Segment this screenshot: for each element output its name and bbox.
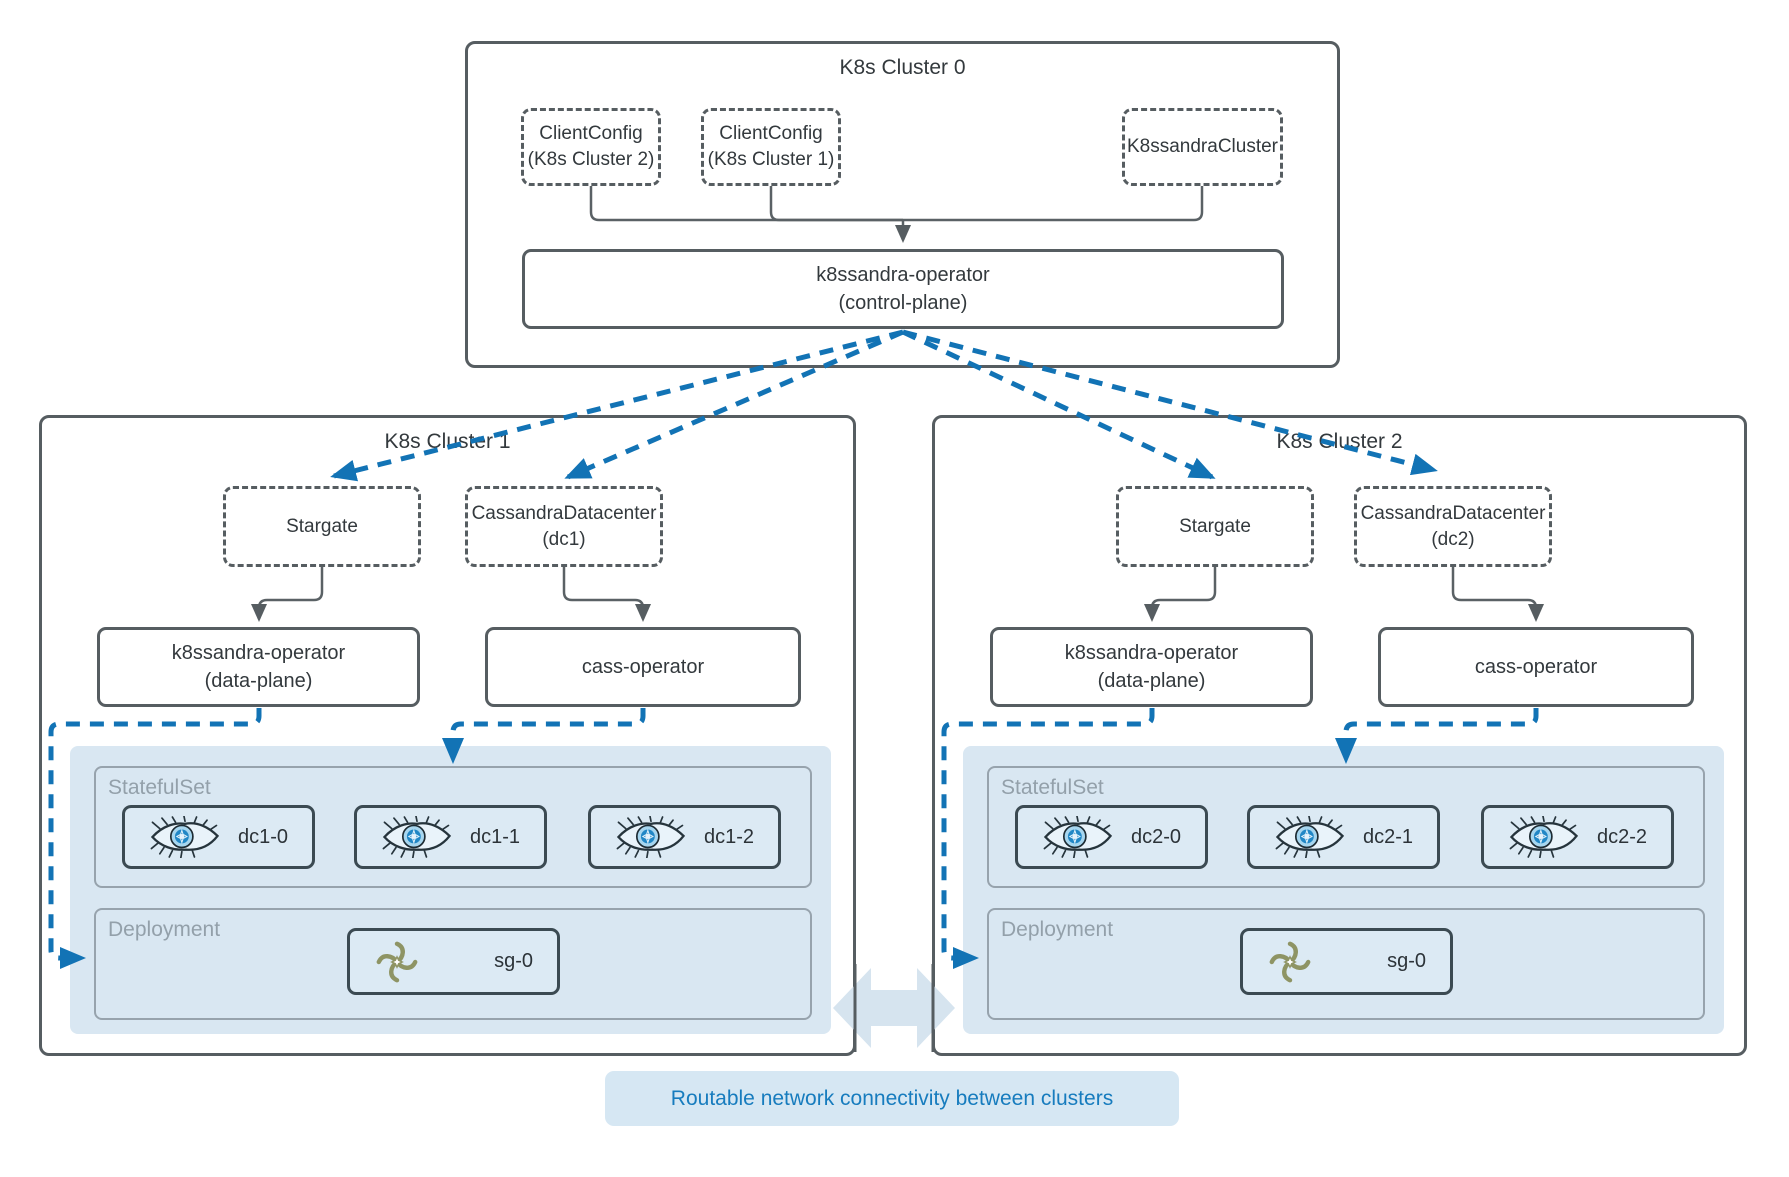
cassandra-eye-icon [1042,816,1114,858]
cluster2-cassandradatacenter-box: CassandraDatacenter (dc2) [1354,486,1552,567]
cluster1-cass-operator-label: cass-operator [581,656,705,678]
cluster2-pod-dc2-1-label: dc2-1 [1362,825,1413,848]
cluster2-cass-operator-box: cass-operator [1378,627,1694,707]
clientconfig-cluster2-box: ClientConfig (K8s Cluster 2) [521,108,661,186]
cluster1-pod-dc1-0: dc1-0 [122,805,315,869]
cluster2-dataplane-operator-line1: k8ssandra-operator [1064,642,1239,664]
clientconfig-cluster1-line1: ClientConfig [719,123,823,145]
cluster2-stargate-box: Stargate [1116,486,1314,567]
cluster2-stargate-label: Stargate [1179,515,1251,537]
cluster1-pod-dc1-1: dc1-1 [354,805,547,869]
cluster1-dataplane-operator-line1: k8ssandra-operator [171,642,346,664]
cluster2-cass-operator-label: cass-operator [1474,656,1598,678]
control-plane-operator-line1: k8ssandra-operator [816,264,990,286]
cluster1-dataplane-operator-box: k8ssandra-operator (data-plane) [97,627,420,707]
clientconfig-cluster1-box: ClientConfig (K8s Cluster 1) [701,108,841,186]
cluster-0-title: K8s Cluster 0 [839,56,966,79]
cassandra-eye-icon [149,816,221,858]
cluster1-pod-dc1-2: dc1-2 [588,805,781,869]
k8ssandracluster-label: K8ssandraCluster [1126,136,1279,158]
cluster1-stargate-box: Stargate [223,486,421,567]
cluster1-pod-dc1-1-label: dc1-1 [469,825,520,848]
clientconfig-cluster1-line2: (K8s Cluster 1) [707,149,835,170]
cluster2-pod-dc2-0: dc2-0 [1015,805,1208,869]
cluster1-pod-sg-0-label: sg-0 [494,950,533,972]
stargate-swirl-icon [1267,939,1313,985]
cassandra-eye-icon [381,816,453,858]
cluster2-pod-dc2-1: dc2-1 [1247,805,1440,869]
control-plane-operator-line2: (control-plane) [838,292,968,314]
cluster2-pod-dc2-2-label: dc2-2 [1596,825,1647,848]
cassandra-eye-icon [615,816,687,858]
clientconfig-cluster2-line2: (K8s Cluster 2) [527,149,655,170]
cluster-2-title: K8s Cluster 2 [1276,430,1403,453]
cassandra-eye-icon [1508,816,1580,858]
cluster1-pod-dc1-2-label: dc1-2 [703,825,754,848]
legend-text: Routable network connectivity between cl… [670,1086,1114,1110]
control-plane-operator-box: k8ssandra-operator (control-plane) [522,249,1284,329]
cluster2-cassandradatacenter-line1: CassandraDatacenter [1360,502,1546,524]
cluster1-cass-operator-box: cass-operator [485,627,801,707]
cluster1-cassandradatacenter-box: CassandraDatacenter (dc1) [465,486,663,567]
legend-box: Routable network connectivity between cl… [605,1071,1179,1126]
cluster2-pod-dc2-2: dc2-2 [1481,805,1674,869]
k8ssandracluster-box: K8ssandraCluster [1122,108,1283,186]
cluster2-dataplane-operator-box: k8ssandra-operator (data-plane) [990,627,1313,707]
stargate-swirl-icon [374,939,420,985]
cluster2-pod-sg-0-label: sg-0 [1387,950,1426,972]
cluster-1-title: K8s Cluster 1 [384,430,511,453]
cluster2-pod-sg-0: sg-0 [1240,928,1453,995]
cluster2-statefulset-label: StatefulSet [1001,776,1104,799]
cluster2-dataplane-operator-line2: (data-plane) [1097,670,1206,692]
cluster1-pod-dc1-0-label: dc1-0 [237,825,288,848]
cluster1-cassandradatacenter-line1: CassandraDatacenter [471,502,657,524]
cluster2-pod-dc2-0-label: dc2-0 [1130,825,1181,848]
cluster2-deployment-label: Deployment [1001,918,1114,941]
cluster1-stargate-label: Stargate [286,515,358,537]
cluster2-cassandradatacenter-line2: (dc2) [1431,528,1475,550]
clientconfig-cluster2-line1: ClientConfig [539,123,643,145]
cluster1-statefulset-label: StatefulSet [108,776,211,799]
cluster1-dataplane-operator-line2: (data-plane) [204,670,313,692]
cluster1-cassandradatacenter-line2: (dc1) [542,528,586,550]
cluster1-deployment-label: Deployment [108,918,221,941]
cassandra-eye-icon [1274,816,1346,858]
cluster1-pod-sg-0: sg-0 [347,928,560,995]
